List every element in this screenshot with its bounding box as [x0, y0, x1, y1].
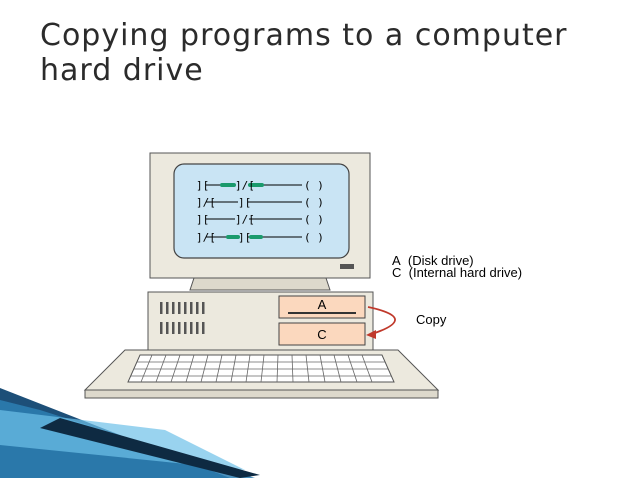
keyboard — [83, 349, 440, 399]
rung3-contact1: ][ — [196, 213, 209, 226]
ladder-diagram: ][ ]/[ ( ) ]/[ ][ ( ) ][ ]/[ ( ) ]/[ ][ … — [196, 179, 324, 244]
legend-c-key: C — [392, 265, 402, 280]
corner-accent-graphic — [0, 388, 260, 478]
vent-grille — [160, 302, 205, 334]
legend-entry-a: A (Disk drive) — [392, 254, 474, 268]
rung4-contact2: ][ — [238, 231, 251, 244]
energized-segment — [248, 183, 264, 187]
energized-segment — [226, 235, 240, 239]
system-unit — [147, 291, 374, 351]
rung1-coil: ( ) — [304, 179, 324, 192]
monitor — [149, 152, 371, 291]
legend-a-key: A — [392, 253, 401, 268]
rung4-coil: ( ) — [304, 231, 324, 244]
legend-a-text: (Disk drive) — [407, 253, 474, 268]
energized-segment — [249, 235, 263, 239]
rung2-contact1: ]/[ — [196, 196, 216, 209]
legend-c-text: (Internal hard drive) — [408, 265, 523, 280]
slide-title: Copying programs to a computer hard driv… — [40, 18, 620, 88]
rung3-contact2: ]/[ — [235, 213, 255, 226]
rung1-contact2: ]/[ — [235, 179, 255, 192]
drive-a-label: A — [317, 297, 327, 312]
power-button — [340, 264, 354, 269]
rung3-coil: ( ) — [304, 213, 324, 226]
drive-bay-c — [278, 322, 366, 346]
slide-title-line-1: Copying programs to a computer — [40, 18, 568, 53]
rung2-contact2: ][ — [238, 196, 251, 209]
drive-c-label: C — [317, 327, 327, 342]
rung2-coil: ( ) — [304, 196, 324, 209]
rung4-contact1: ]/[ — [196, 231, 216, 244]
monitor-screen — [173, 163, 350, 259]
legend-entry-c: C (Internal hard drive) — [392, 266, 522, 280]
slide-title-line-2: hard drive — [40, 53, 204, 88]
copy-arrowhead — [366, 330, 376, 339]
rung1-contact1: ][ — [196, 179, 209, 192]
energized-segment — [220, 183, 236, 187]
copy-label: Copy — [416, 312, 447, 327]
copy-arrow — [366, 306, 396, 339]
